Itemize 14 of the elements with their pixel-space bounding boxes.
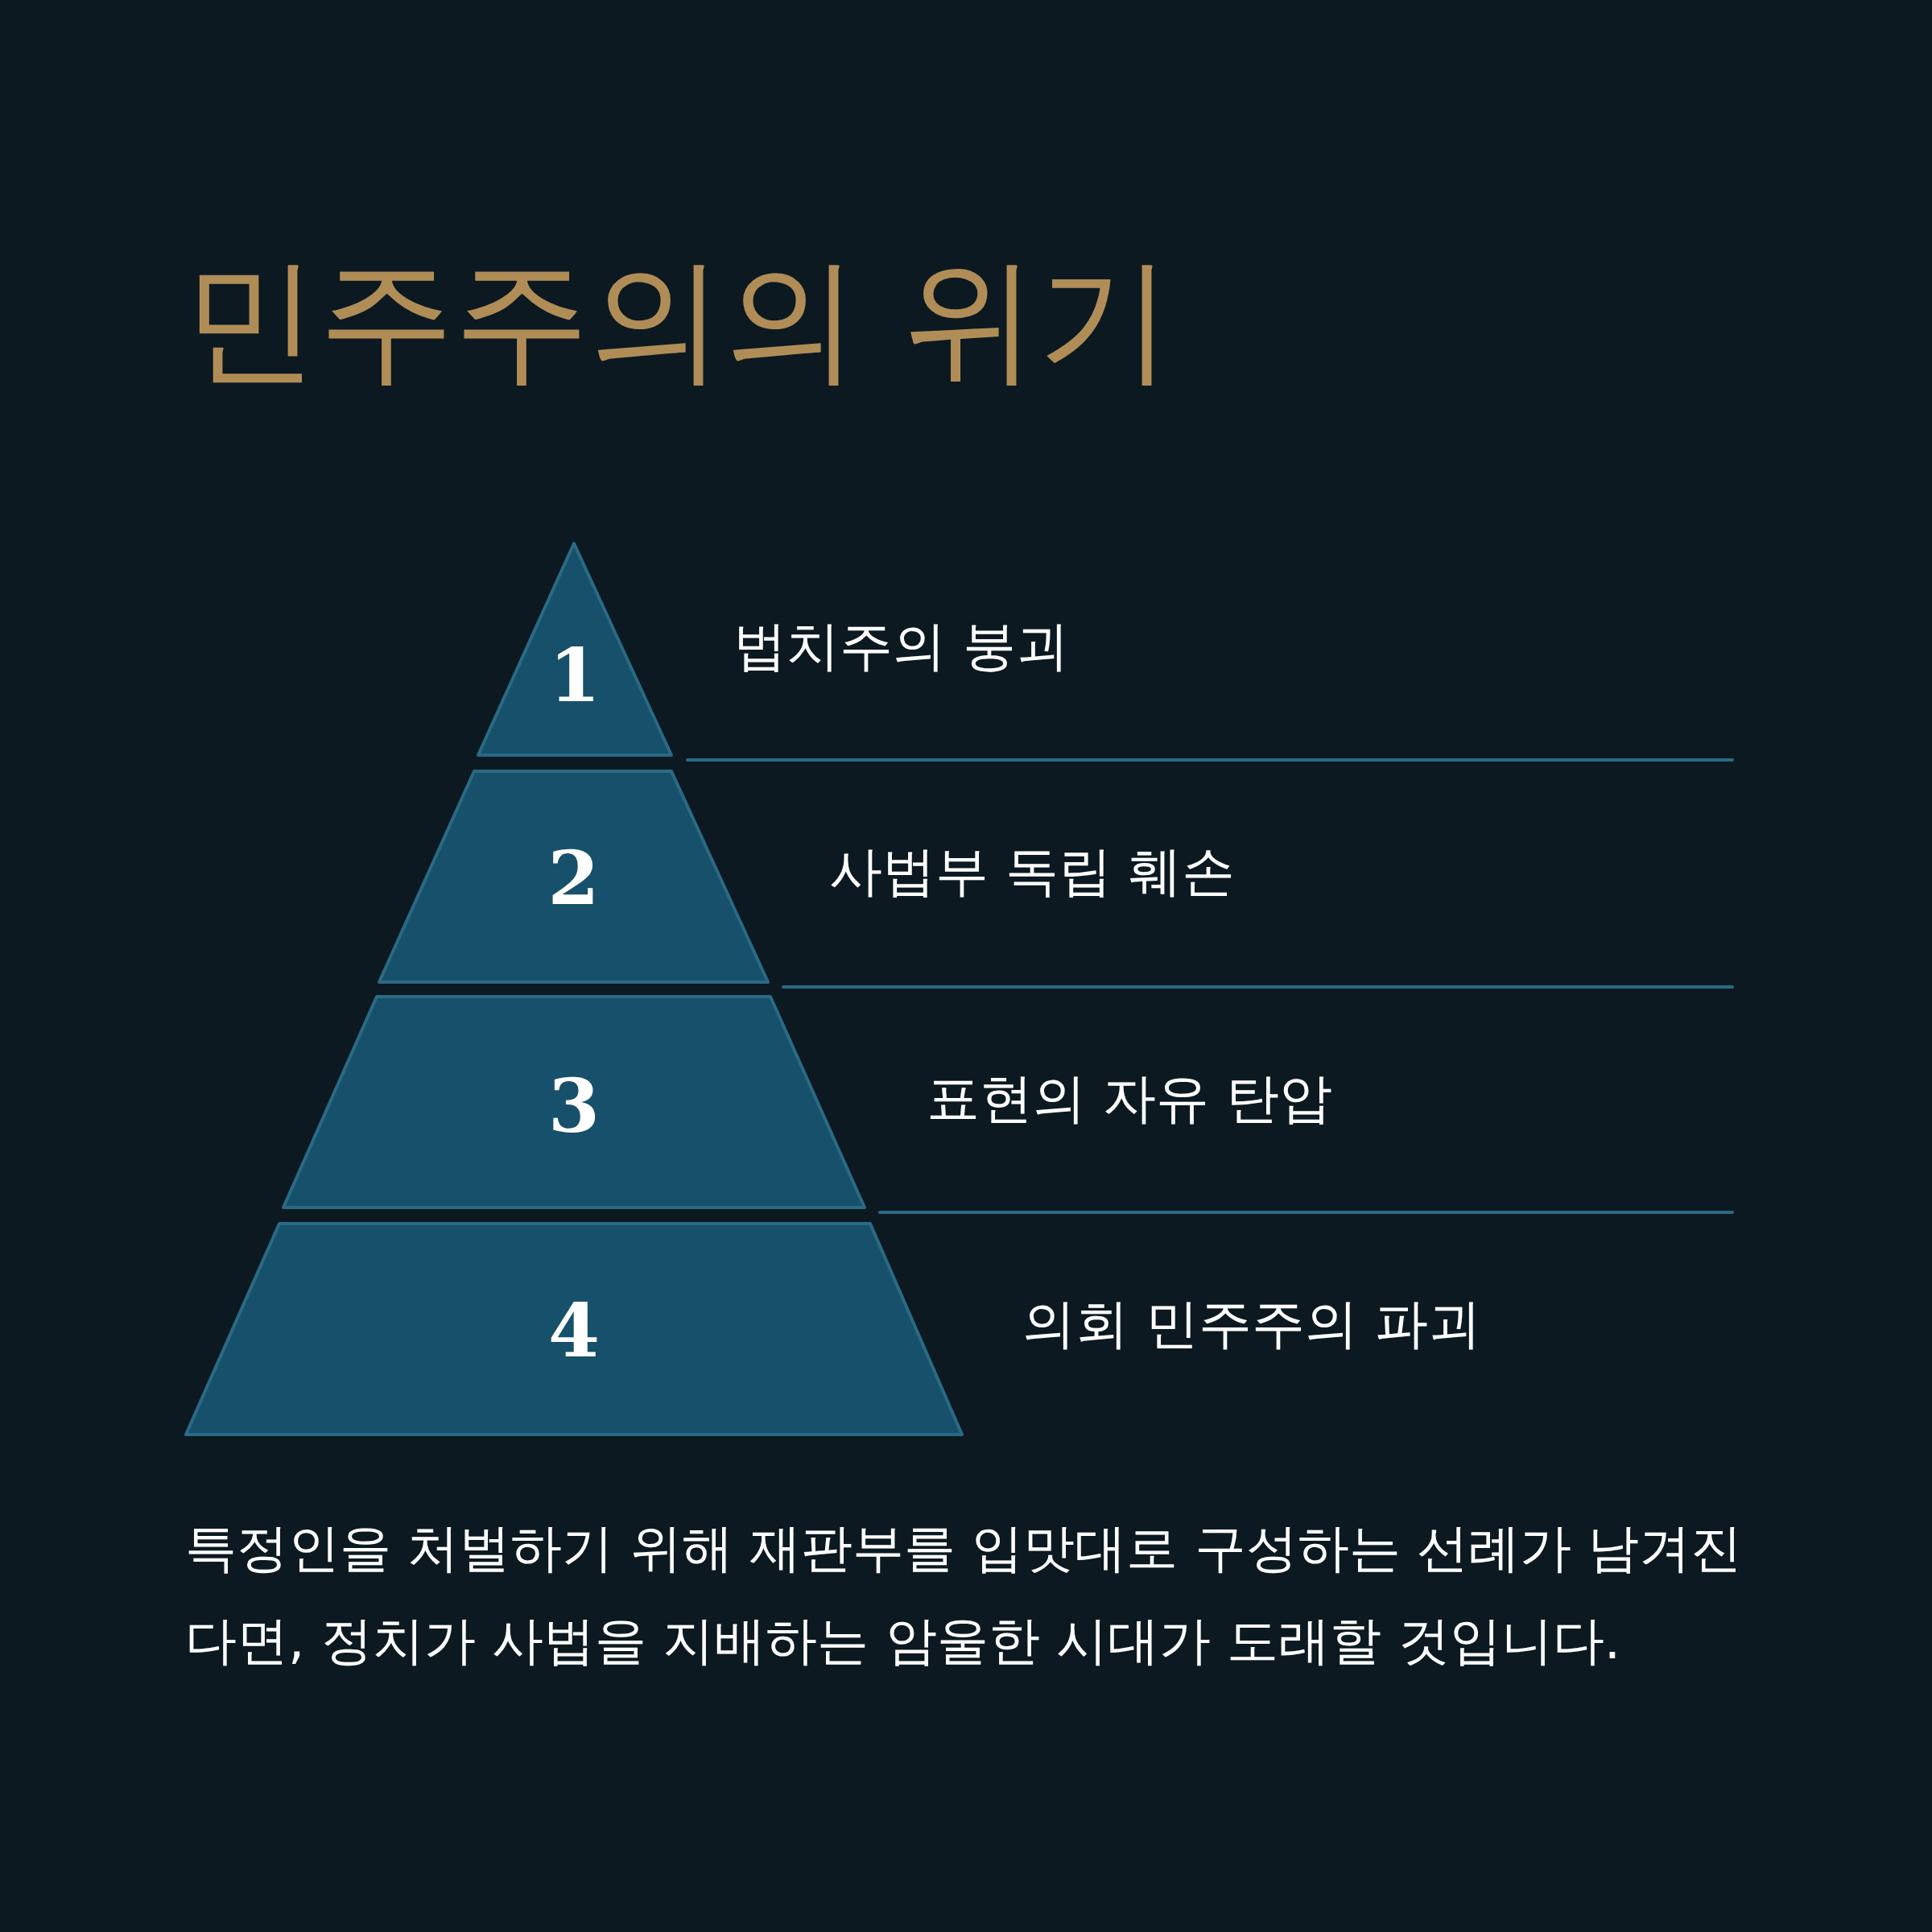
pyramid-tier	[379, 771, 768, 982]
tier-label: 표현의 자유 탄압	[927, 1072, 1332, 1125]
tier-label: 법치주의 붕괴	[733, 620, 1069, 673]
tier-label: 사법부 독립 훼손	[829, 845, 1235, 898]
tier-number: 1	[548, 638, 601, 712]
tier-number: 3	[547, 1069, 601, 1143]
pyramid-tier	[186, 1224, 962, 1435]
tier-label: 의회 민주주의 파괴	[1022, 1298, 1481, 1351]
title: 민주주의의 위기	[184, 246, 1174, 394]
pyramid-tier	[283, 997, 865, 1208]
pyramid-apex	[478, 543, 671, 755]
tier-number: 4	[547, 1294, 601, 1368]
tier-number: 2	[547, 841, 601, 915]
caption: 특정인을 처벌하기 위해 재판부를 입맛대로 구성하는 선례가 남겨진다면, 정치가 사법을 지배하는 암울한 시대가 도래할 것입니다.	[185, 1517, 1744, 1672]
